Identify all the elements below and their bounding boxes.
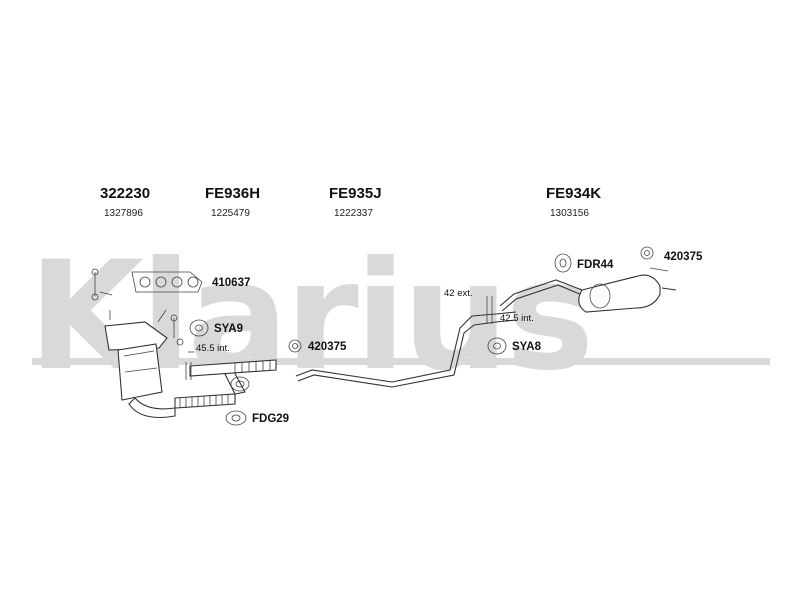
flange-gasket-loose-icon [225,410,247,426]
mount-rear-label: FDR44 [577,259,614,271]
gasket-flange-label: FDG29 [252,413,289,425]
flange-gasket-icon [230,376,250,392]
catalyst-icon [104,309,176,419]
clamp-front-label: 420375 [308,341,347,353]
mount-front-label: SYA9 [214,323,243,335]
front-pipe-flexi-icon [174,359,277,409]
mount-mid-label: SYA8 [512,341,542,353]
part-number-catalyst: 1327896 [104,208,143,219]
rubber-mount-front-icon [189,319,209,337]
part-number-front-pipe: 1225479 [211,208,250,219]
part-number-centre-pipe: 1222337 [334,208,373,219]
watermark-underline [32,358,770,365]
dimension-rear-int: 42.5 int. [500,313,534,324]
rubber-mount-rear-icon [554,253,572,273]
clamp-rear-label: 420375 [664,251,703,263]
manifold-gasket-icon [131,271,203,293]
part-code-catalyst: 322230 [100,185,150,202]
part-code-rear-box: FE934K [546,185,601,202]
lambda-sensor-icon [91,268,113,301]
part-code-front-pipe: FE936H [205,185,260,202]
joint-marker-rear-icon [486,296,493,324]
gasket-set-label: 410637 [212,277,250,289]
dimension-rear-ext: 42 ext. [444,288,473,299]
part-number-rear-box: 1303156 [550,208,589,219]
rubber-mount-mid-icon [487,337,507,355]
clamp-rear-icon [640,246,654,260]
lambda-sensor-downstream-icon [170,314,184,346]
clamp-front-icon [288,339,302,353]
part-code-centre-pipe: FE935J [329,185,382,202]
rear-silencer-icon [499,274,677,313]
dimension-front-int: 45.5 int. [196,343,230,354]
